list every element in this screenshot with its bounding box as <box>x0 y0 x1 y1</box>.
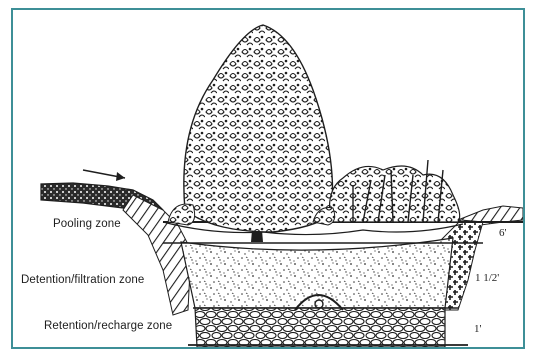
retention-layer <box>195 308 445 347</box>
pooling-zone-label: Pooling zone <box>53 218 121 230</box>
retention-zone-label: Retention/recharge zone <box>44 320 172 332</box>
retention-depth-label: 1' <box>474 323 481 335</box>
detention-layer <box>181 238 453 308</box>
bioretention-illustration <box>13 10 523 347</box>
detention-zone-label: Detention/filtration zone <box>21 274 144 286</box>
pooling-depth-label: 6' <box>499 227 506 239</box>
tree <box>184 25 333 242</box>
inflow-arrow <box>83 170 125 181</box>
detention-depth-label: 1 1/2' <box>475 272 499 284</box>
diagram-frame: Pooling zone Detention/filtration zone R… <box>11 8 525 349</box>
